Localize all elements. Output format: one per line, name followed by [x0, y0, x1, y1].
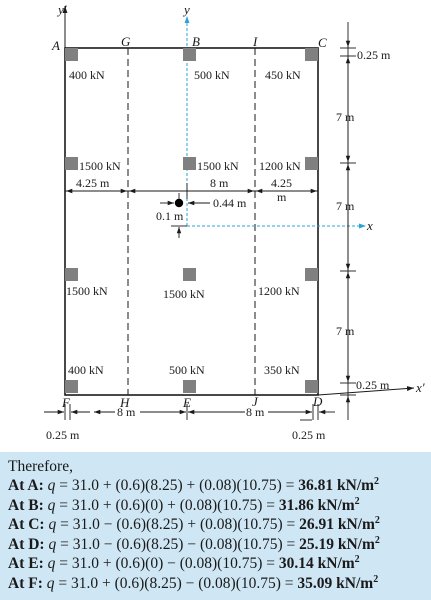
equation-result-exponent: 2 [374, 475, 380, 487]
load-top-left: 400 kN [69, 68, 105, 82]
equation-result: 35.09 kN/m [297, 574, 374, 592]
column-mid-center [183, 157, 196, 170]
equation-expression: = 31.0 + (0.6)(0) − (0.08)(10.75) = [55, 555, 279, 573]
load-low-center: 1500 kN [163, 287, 205, 301]
equation-result: 36.81 kN/m [298, 477, 375, 494]
point-label-e: E [182, 395, 191, 410]
dim-label-right-425-unit: m [277, 190, 287, 204]
equation-result-exponent: 2 [354, 495, 360, 507]
equation-line: At C: q = 31.0 − (0.6)(8.25) + (0.08)(10… [8, 515, 431, 535]
equation-result-exponent: 2 [373, 573, 379, 585]
point-label-j: J [252, 394, 259, 409]
column-bot-center [183, 380, 196, 393]
load-low-left: 1500 kN [66, 284, 108, 298]
equation-result: 25.19 kN/m [299, 535, 375, 553]
dim-label-span-2: 7 m [336, 199, 355, 213]
column-bot-left [65, 380, 78, 393]
equation-expression: = 31.0 + (0.6)(0) + (0.08)(10.75) = [55, 496, 279, 514]
x-prime-label: x′ [415, 380, 425, 395]
column-mid-right [305, 157, 318, 170]
equation-point: At C: [8, 516, 45, 534]
dim-label-right-425: 4.25 [271, 176, 292, 190]
therefore-text: Therefore, [8, 458, 73, 475]
load-top-center: 500 kN [194, 68, 230, 82]
dim-label-edge-bottom: 0.25 m [356, 378, 390, 392]
load-top-right: 450 kN [265, 68, 301, 82]
dim-label-span-1: 7 m [336, 110, 355, 124]
x-label: x [366, 218, 373, 233]
dim-label-ecc-y: 0.1 m [156, 209, 184, 223]
column-low-left [65, 268, 78, 281]
equation-result: 31.86 kN/m [278, 496, 355, 514]
equation-expression: = 31.0 − (0.6)(8.25) − (0.08)(10.75) = [56, 535, 300, 553]
point-label-b: B [192, 34, 200, 49]
equation-variable: q [48, 535, 57, 553]
equation-point: At B: [8, 496, 44, 514]
equation-variable: q [47, 555, 56, 573]
equation-point: At A: [8, 477, 44, 494]
equation-line: At A: q = 31.0 + (0.6)(8.25) + (0.08)(10… [8, 476, 431, 496]
point-label-a: A [51, 38, 60, 53]
equation-variable: q [46, 574, 55, 592]
point-label-i: I [252, 34, 258, 49]
equation-result-exponent: 2 [374, 534, 380, 546]
equation-expression: = 31.0 + (0.6)(8.25) − (0.08)(10.75) = [54, 574, 298, 592]
equation-result-exponent: 2 [354, 554, 360, 566]
load-mid-right: 1200 kN [259, 159, 301, 173]
dim-label-bottom-left-8: 8 m [117, 405, 136, 419]
equation-list: At A: q = 31.0 + (0.6)(8.25) + (0.08)(10… [8, 476, 431, 594]
point-label-g: G [121, 34, 131, 49]
dim-label-span-3: 7 m [336, 324, 355, 338]
equation-variable: q [47, 477, 56, 494]
point-label-h: H [119, 395, 130, 410]
y-prime-label: y′ [56, 2, 67, 17]
equation-expression: = 31.0 + (0.6)(8.25) + (0.08)(10.75) = [55, 477, 299, 494]
resultant-load-point [174, 198, 184, 208]
dim-label-center-8: 8 m [210, 176, 229, 190]
load-bot-right: 350 kN [264, 363, 300, 377]
column-low-center [183, 268, 196, 281]
result-panel: Therefore, At A: q = 31.0 + (0.6)(8.25) … [0, 452, 431, 600]
dim-label-left-425: 4.25 m [76, 176, 110, 190]
equation-point: At F: [8, 574, 43, 592]
column-mid-left [65, 157, 78, 170]
y-label: y [182, 2, 190, 17]
equation-line: At F: q = 31.0 + (0.6)(8.25) − (0.08)(10… [8, 574, 431, 594]
dim-label-edge-right: 0.25 m [292, 428, 326, 442]
dim-label-edge-left: 0.25 m [46, 428, 80, 442]
column-bot-right [305, 380, 318, 393]
column-top-right [305, 48, 318, 61]
load-low-right: 1200 kN [258, 284, 300, 298]
x-prime-axis [317, 386, 415, 396]
equation-line: At D: q = 31.0 − (0.6)(8.25) − (0.08)(10… [8, 535, 431, 555]
equation-variable: q [48, 516, 57, 534]
column-low-right [305, 268, 318, 281]
load-mid-left: 1500 kN [79, 159, 121, 173]
load-bot-center: 500 kN [169, 363, 205, 377]
equation-result-exponent: 2 [374, 515, 380, 527]
dim-label-edge-top: 0.25 m [357, 48, 391, 62]
point-label-f: F [61, 395, 71, 410]
equation-variable: q [47, 496, 56, 514]
equation-result: 30.14 kN/m [278, 555, 355, 573]
mat-foundation-figure: y′ y x x′ A G B I C F H E J D 400 kN 500… [44, 2, 425, 442]
equation-point: At D: [8, 535, 45, 553]
point-label-c: C [318, 35, 327, 50]
point-label-d: D [312, 394, 323, 409]
equation-result: 26.91 kN/m [299, 516, 375, 534]
dim-label-bottom-right-8: 8 m [246, 405, 265, 419]
load-bot-left: 400 kN [68, 363, 104, 377]
dim-label-ecc-x: 0.44 m [213, 196, 247, 210]
load-mid-center: 1500 kN [197, 159, 239, 173]
column-top-left [65, 48, 78, 61]
column-top-center [183, 48, 196, 61]
equation-line: At E: q = 31.0 + (0.6)(0) − (0.08)(10.75… [8, 554, 431, 574]
equation-expression: = 31.0 − (0.6)(8.25) + (0.08)(10.75) = [56, 516, 300, 534]
equation-point: At E: [8, 555, 44, 573]
equation-line: At B: q = 31.0 + (0.6)(0) + (0.08)(10.75… [8, 496, 431, 516]
mat-outline [64, 47, 319, 396]
